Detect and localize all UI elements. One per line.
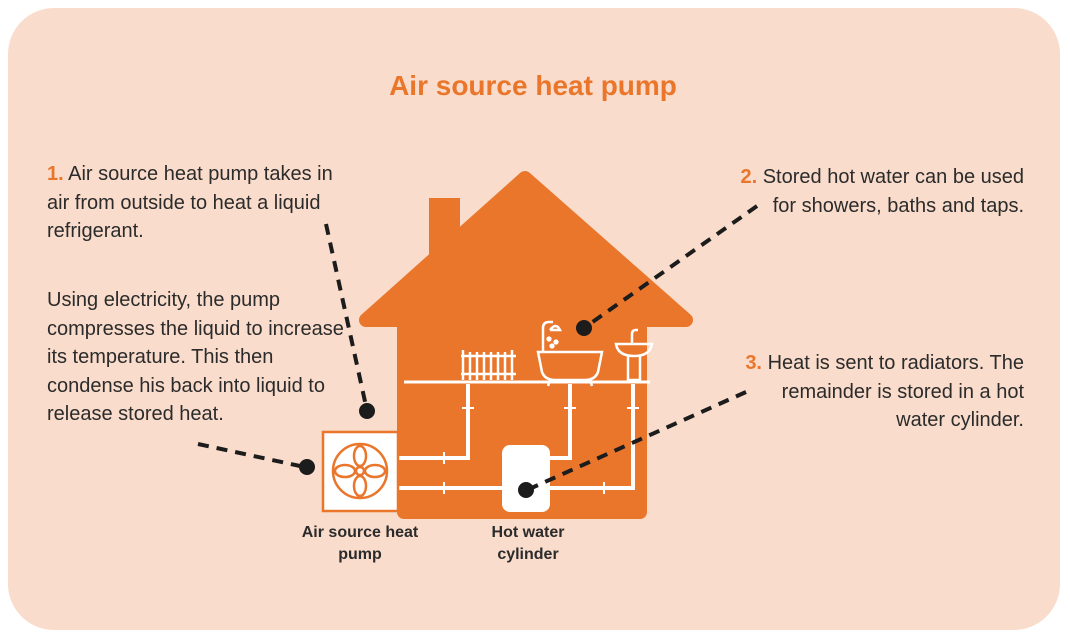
step-1-number: 1. bbox=[47, 163, 64, 185]
pipe-sink-return bbox=[550, 384, 635, 490]
step-1-text: Air source heat pump takes in air from o… bbox=[47, 163, 333, 242]
note-step-3: 3. Heat is sent to radiators. The remain… bbox=[728, 349, 1024, 435]
step-2-number: 2. bbox=[740, 166, 758, 188]
leader-step3 bbox=[526, 390, 747, 492]
house-shape bbox=[359, 171, 693, 519]
note-step-1: 1. Air source heat pump takes in air fro… bbox=[47, 160, 347, 246]
shower-icon bbox=[541, 320, 563, 352]
leader-lines bbox=[197, 204, 759, 492]
note-step-1-detail: Using electricity, the pump compresses t… bbox=[47, 289, 344, 425]
leader-dots bbox=[299, 320, 592, 498]
leader-step1 bbox=[324, 223, 368, 407]
cylinder-label: Hot water cylinder bbox=[491, 524, 565, 563]
step-3-text: Heat is sent to radiators. The remainder… bbox=[767, 352, 1024, 431]
bathtub-icon bbox=[536, 350, 604, 387]
hot-water-cylinder bbox=[502, 445, 550, 512]
leader-step1-detail bbox=[197, 442, 301, 468]
heat-pump-label: Air source heat pump bbox=[301, 524, 419, 563]
fan-icon bbox=[331, 442, 389, 500]
leader-step2 bbox=[582, 204, 759, 330]
step-3-number: 3. bbox=[745, 352, 762, 374]
note-step-2: 2. Stored hot water can be used for show… bbox=[728, 163, 1024, 220]
radiator-icon bbox=[461, 350, 516, 380]
step-2-text: Stored hot water can be used for showers… bbox=[762, 166, 1024, 217]
pipe-joints bbox=[443, 407, 639, 494]
sink-icon bbox=[614, 328, 654, 384]
chimney bbox=[429, 198, 460, 260]
page-title: Air source heat pump bbox=[389, 70, 677, 101]
